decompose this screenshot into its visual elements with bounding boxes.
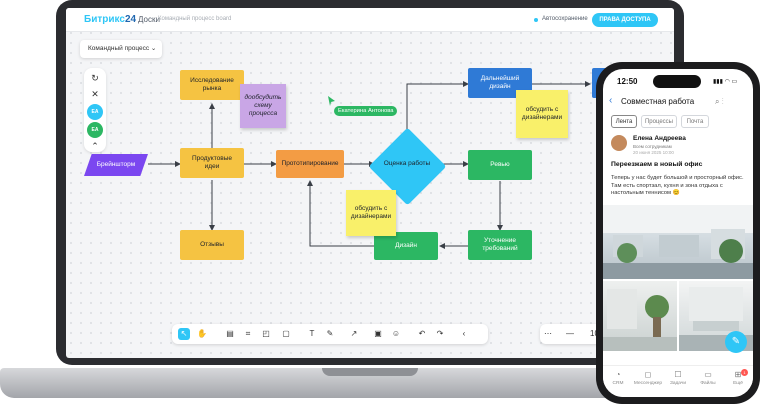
notification-badge: 1 xyxy=(741,369,748,376)
search-icon[interactable]: ⌕ xyxy=(715,97,720,106)
text-tool-icon[interactable]: T xyxy=(309,329,315,338)
access-rights-button[interactable]: ПРАВА ДОСТУПА xyxy=(592,13,658,27)
more-icon[interactable]: ⋯ xyxy=(544,329,552,338)
undo-icon[interactable]: ↶ xyxy=(418,329,426,338)
template-icon[interactable]: ▤ xyxy=(226,329,234,338)
office-photo-illustration xyxy=(603,205,753,279)
bottom-toolbar: ↖ ✋ ▤ ⌗ ◰ ▢ T ✎ ↗ ▣ ☺ ↶ ↷ ‹ xyxy=(172,324,488,344)
nav-messenger[interactable]: ◻Мессенджер xyxy=(633,370,663,386)
design-node[interactable]: Дизайн xyxy=(374,232,438,260)
crm-icon: ◔ xyxy=(615,370,621,379)
cursor-icon xyxy=(328,96,335,106)
dynamic-island xyxy=(653,75,701,88)
post-author[interactable]: Елена Андреева xyxy=(633,135,686,142)
evaluation-label: Оценка работы xyxy=(383,159,431,167)
history-icon[interactable]: ↻ xyxy=(91,73,99,83)
files-icon: ▭ xyxy=(704,370,712,379)
post-text: Теперь у нас будет большой и просторный … xyxy=(611,175,744,197)
phone-header-icons: ⌕ ⋮ xyxy=(715,97,724,107)
avatar[interactable]: ЕА xyxy=(87,122,103,138)
doc-title: Командный процесс board xyxy=(158,16,232,22)
sticky-note[interactable]: дообсудить схему процесса xyxy=(240,84,286,128)
pen-tool-icon[interactable]: ✎ xyxy=(326,329,334,338)
office-photo[interactable] xyxy=(603,281,677,351)
nav-crm[interactable]: ◔CRM xyxy=(603,370,633,386)
zoom-value: 10 xyxy=(590,329,599,338)
tab-feed[interactable]: Лента xyxy=(611,115,637,128)
zoom-out-button[interactable]: — xyxy=(566,329,574,338)
back-icon[interactable]: ‹ xyxy=(609,95,613,106)
zoom-control: ⋯ — 10 xyxy=(540,324,610,344)
phone-screen: 12:50 ▮▮▮ ◠ ▭ ‹ Совместная работа ⌕ ⋮ Ле… xyxy=(603,69,753,397)
nav-files[interactable]: ▭Файлы xyxy=(693,370,723,386)
arrow-tool-icon[interactable]: ↗ xyxy=(350,329,358,338)
product-ideas-node[interactable]: Продуктовые идеи xyxy=(180,148,244,178)
nav-tasks[interactable]: ☐Задачи xyxy=(663,370,693,386)
compose-button[interactable]: ✎ xyxy=(725,331,747,353)
tab-processes[interactable]: Процессы xyxy=(641,115,677,128)
sticky-tool-icon[interactable]: ◰ xyxy=(262,329,270,338)
no-cursor-icon[interactable]: ✕ xyxy=(91,89,99,99)
market-research-node[interactable]: Исследование рынка xyxy=(180,70,244,100)
emoji-tool-icon[interactable]: ☺ xyxy=(391,329,401,338)
menu-icon[interactable]: ⋮ xyxy=(721,97,724,106)
feedback-node[interactable]: Отзывы xyxy=(180,230,244,260)
tab-mail[interactable]: Почта xyxy=(681,115,709,128)
prototyping-node[interactable]: Прототипирование xyxy=(276,150,344,178)
avatar[interactable] xyxy=(611,135,627,151)
side-toolbar: ↻ ✕ ЕА ЕА ⌃ xyxy=(84,68,106,152)
frame-icon[interactable]: ⌗ xyxy=(245,329,251,338)
phone-title: Совместная работа xyxy=(621,97,695,106)
post-audience: Всем сотрудникам xyxy=(633,144,672,149)
post-date: 20 июня 2025 10:00 xyxy=(633,150,674,155)
chat-icon: ◻ xyxy=(644,370,652,379)
board-select[interactable]: Командный процесс ⌄ xyxy=(80,40,162,58)
requirements-node[interactable]: Уточнение требований xyxy=(468,230,532,260)
post-title: Переезжаем в новый офис xyxy=(611,161,703,168)
office-photo[interactable] xyxy=(603,205,753,279)
select-tool-icon[interactable]: ↖ xyxy=(178,328,190,340)
tasks-icon: ☐ xyxy=(674,370,682,379)
brainstorm-node[interactable]: Брейншторм xyxy=(84,154,148,176)
section-title: Доски xyxy=(138,15,160,24)
connector-lines xyxy=(148,81,591,249)
autosave-dot-icon xyxy=(534,18,538,22)
laptop-notch xyxy=(322,368,418,376)
sticky-note[interactable]: обсудить с дизайнерами xyxy=(516,90,568,138)
image-tool-icon[interactable]: ▣ xyxy=(374,329,382,338)
brand-logo[interactable]: Битрикс24 xyxy=(84,14,137,25)
chevron-left-icon[interactable]: ‹ xyxy=(462,329,466,338)
redo-icon[interactable]: ↷ xyxy=(436,329,444,338)
top-bar: Битрикс24 Доски Командный процесс board … xyxy=(66,8,674,32)
office-photo-illustration xyxy=(603,289,677,351)
status-time: 12:50 xyxy=(617,77,638,86)
sticky-note[interactable]: обсудить с дизайнерами xyxy=(346,190,396,236)
status-icons: ▮▮▮ ◠ ▭ xyxy=(713,79,738,85)
shape-tool-icon[interactable]: ▢ xyxy=(282,329,290,338)
user-cursor-label: Екатерина Антонова xyxy=(334,106,398,116)
avatar[interactable]: ЕА xyxy=(87,104,103,120)
grid-icon: ⊞ xyxy=(734,370,742,379)
chevron-up-icon[interactable]: ⌃ xyxy=(91,141,99,151)
hand-tool-icon[interactable]: ✋ xyxy=(197,329,207,338)
review-node[interactable]: Ревью xyxy=(468,150,532,180)
laptop-screen: Битрикс24 Доски Командный процесс board … xyxy=(66,8,674,358)
autosave-status: Автосохранение xyxy=(542,16,588,22)
